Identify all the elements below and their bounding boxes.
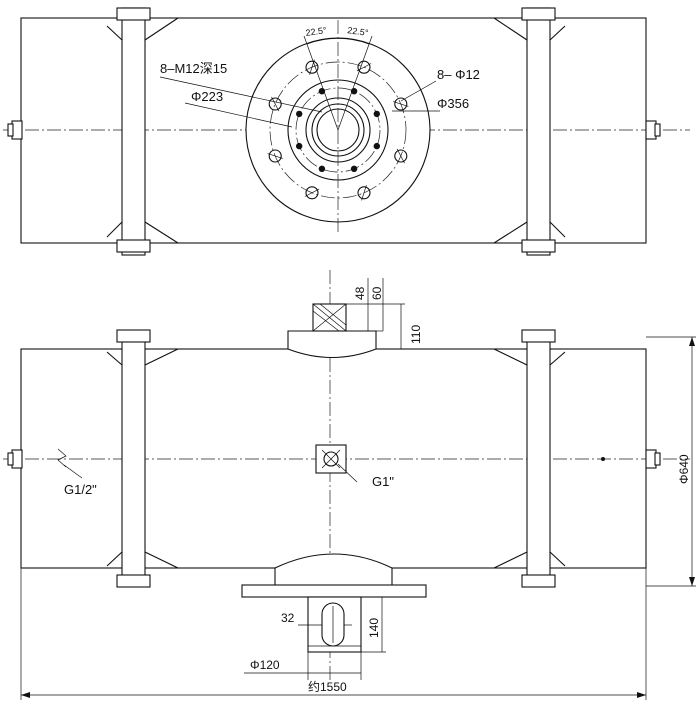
through-hole xyxy=(268,97,282,111)
bolt-circle-outer-label: Φ356 xyxy=(437,96,469,111)
angle-left-label: 22.5° xyxy=(305,25,328,38)
tapped-hole xyxy=(350,165,358,172)
tapped-hole xyxy=(373,110,380,118)
through-hole xyxy=(357,186,371,200)
diameter-120-dimension xyxy=(244,652,362,680)
top-port-dimensions xyxy=(346,278,405,350)
through-hole xyxy=(305,186,319,200)
top-port xyxy=(287,303,377,359)
angle-dimension: 22.5° 22.5° xyxy=(303,25,373,131)
tapped-hole xyxy=(373,142,380,150)
front-view: G1" G1/2" 48 60 110 Φ640 xyxy=(3,270,696,700)
left-port-mark xyxy=(57,448,605,479)
front-left-end-nut xyxy=(7,449,23,469)
front-right-end-nut xyxy=(645,449,661,469)
top-flange-disc xyxy=(245,20,431,232)
overall-length-dimension xyxy=(20,568,647,700)
center-port-label: G1" xyxy=(372,474,394,489)
through-hole xyxy=(305,60,319,74)
front-left-flange xyxy=(106,329,179,588)
through-holes-label: 8– Φ12 xyxy=(437,67,480,82)
through-hole xyxy=(394,97,408,111)
dim-640: Φ640 xyxy=(677,454,691,484)
through-hole xyxy=(357,60,371,74)
tapped-hole xyxy=(296,142,303,150)
left-port-label: G1/2" xyxy=(64,482,97,497)
bolt-circle-inner-label: Φ223 xyxy=(191,89,223,104)
support-height-dimension xyxy=(361,596,386,653)
top-left-flange xyxy=(106,7,179,256)
dim-110: 110 xyxy=(409,325,423,344)
bottom-support xyxy=(241,553,427,653)
tapped-hole xyxy=(318,165,326,172)
top-left-end-nut xyxy=(7,120,23,140)
dim-32: 32 xyxy=(281,611,295,625)
angle-right-label: 22.5° xyxy=(347,25,370,38)
dim-60: 60 xyxy=(370,286,384,300)
through-hole xyxy=(268,149,282,163)
center-port xyxy=(315,444,358,483)
dim-140: 140 xyxy=(367,618,381,638)
dim-overall: 约1550 xyxy=(308,679,347,694)
top-leaders xyxy=(159,76,440,128)
tapped-holes-label: 8–M12深15 xyxy=(160,61,227,76)
through-hole xyxy=(394,149,408,163)
dim-48: 48 xyxy=(353,286,367,300)
dim-120: Φ120 xyxy=(250,658,280,672)
through-holes xyxy=(267,59,409,201)
top-view: 22.5° 22.5° 8–M12深15 Φ223 8– Φ12 Φ356 xyxy=(3,7,690,256)
top-right-end-nut xyxy=(645,120,661,140)
top-right-flange xyxy=(493,7,566,256)
diameter-640-dimension xyxy=(646,336,696,587)
front-right-flange xyxy=(493,329,566,588)
tapped-hole xyxy=(296,110,303,118)
